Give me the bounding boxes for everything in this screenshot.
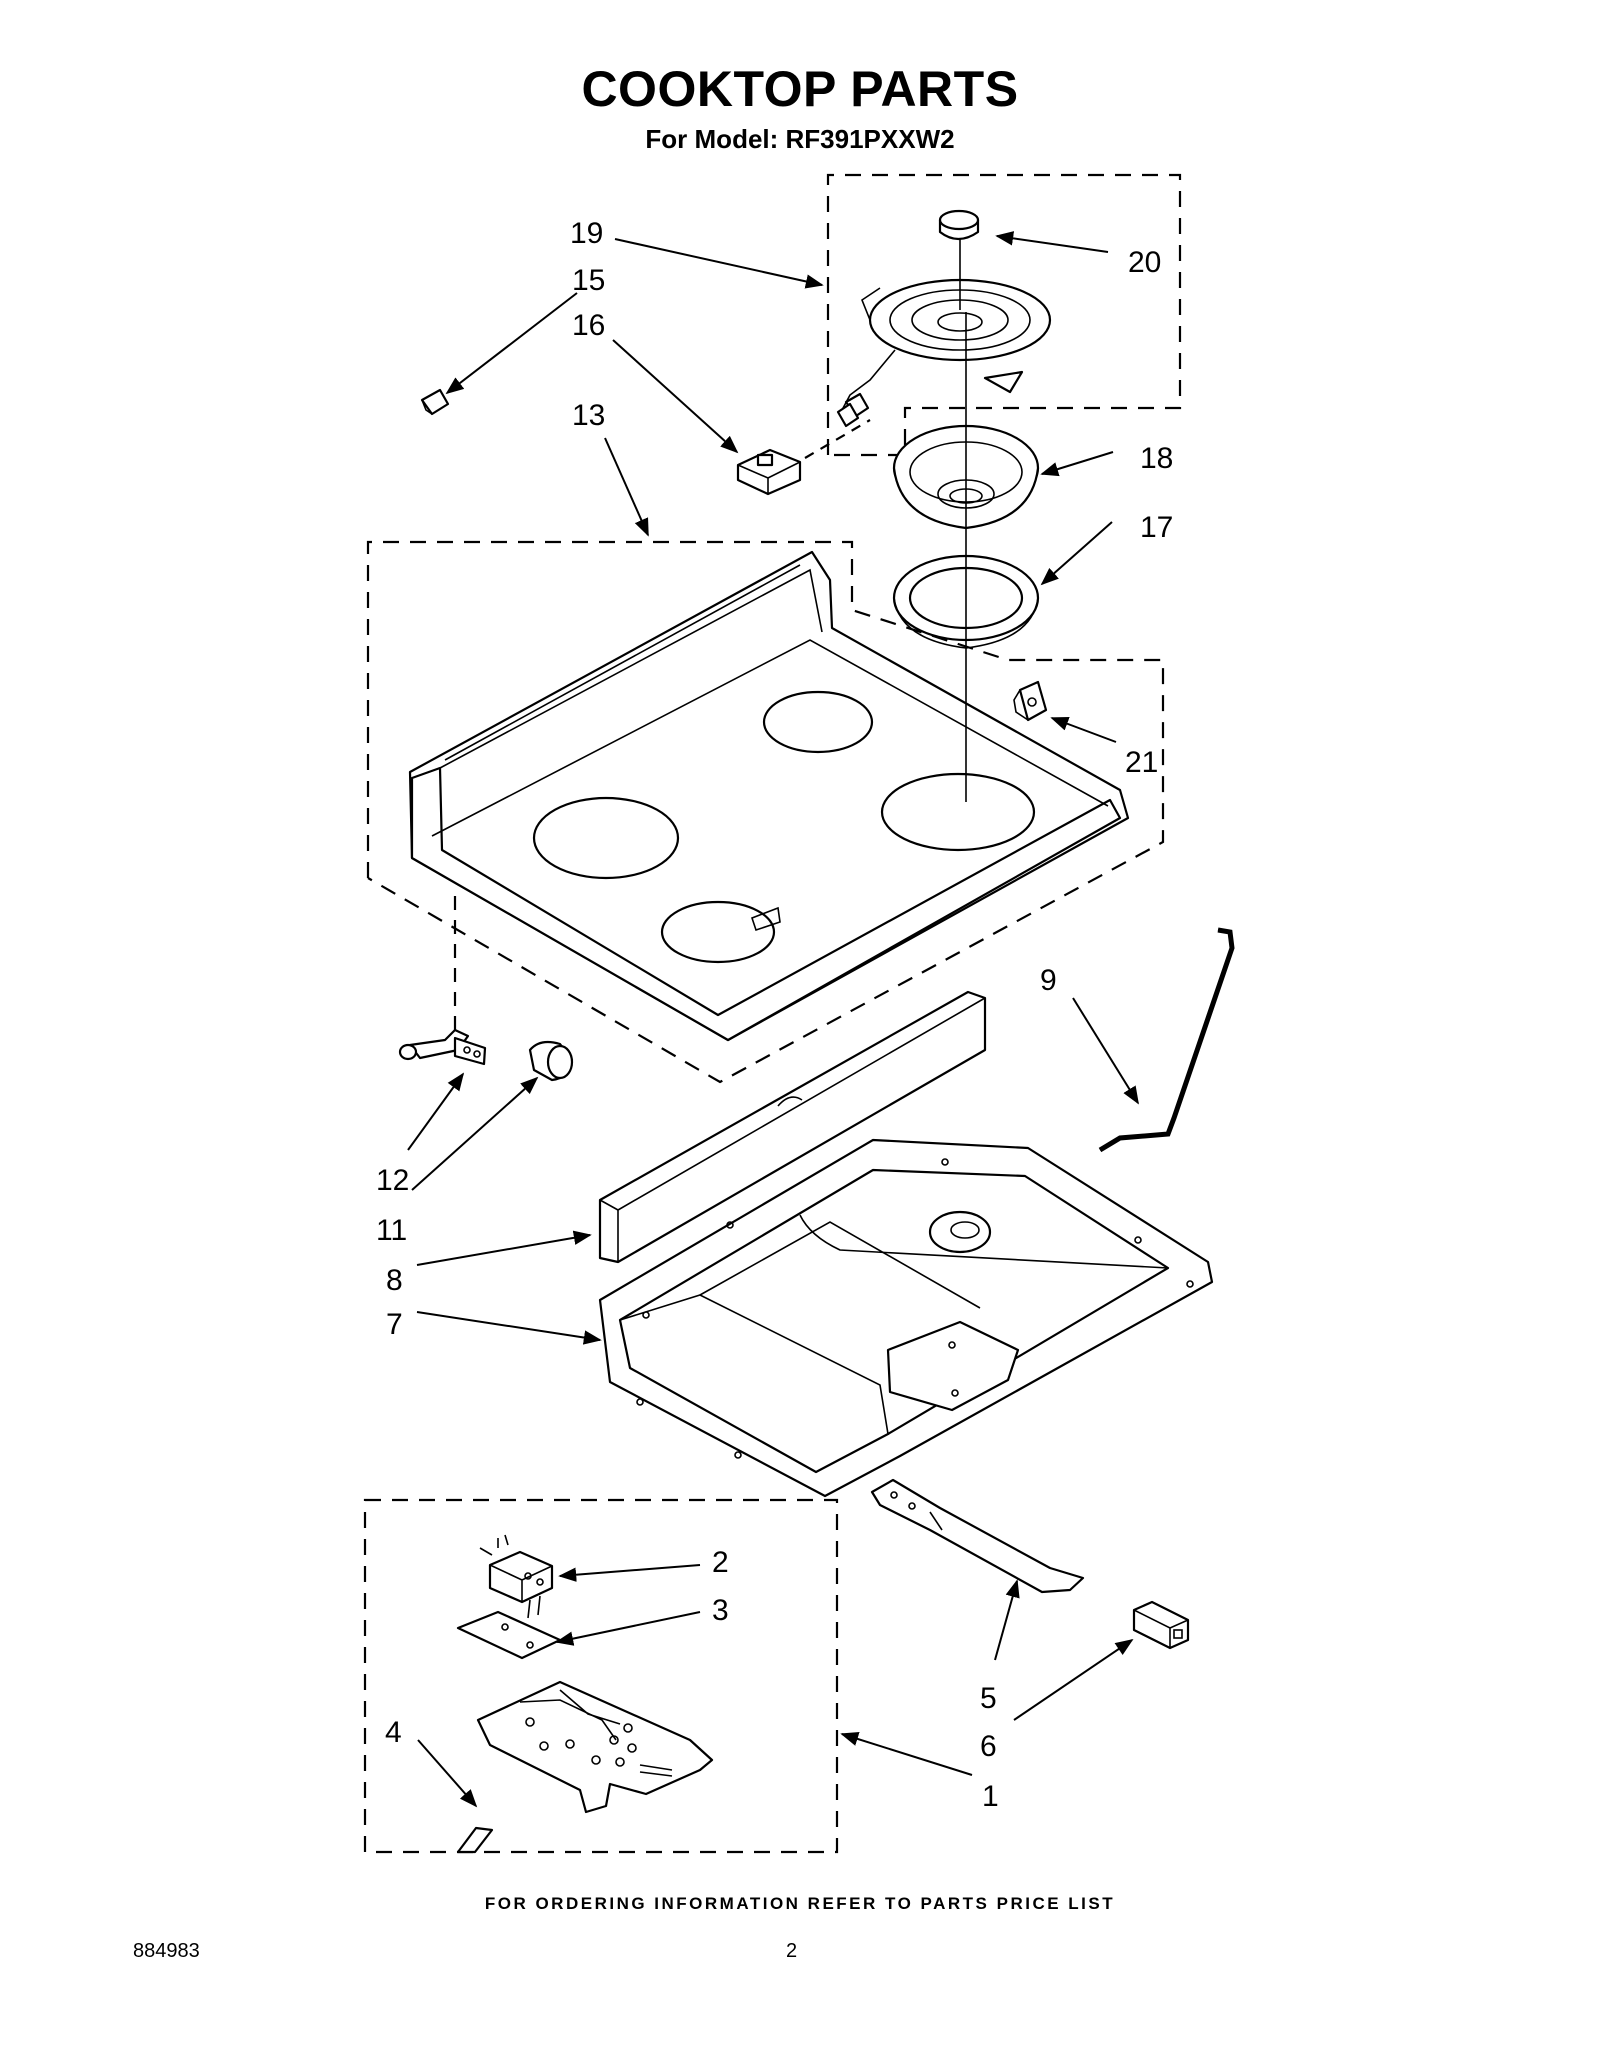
leader-lines bbox=[407, 231, 1139, 1808]
callout-1: 1 bbox=[982, 1780, 999, 1813]
callout-19: 19 bbox=[570, 217, 603, 250]
document-number: 884983 bbox=[133, 1940, 200, 1962]
small-clip bbox=[456, 1826, 494, 1854]
switch-insulator bbox=[456, 1610, 562, 1660]
callout-15: 15 bbox=[572, 264, 605, 297]
callout-9: 9 bbox=[1040, 964, 1057, 997]
callout-20: 20 bbox=[1128, 246, 1161, 279]
callout-17: 17 bbox=[1140, 511, 1173, 544]
model-subtitle: For Model: RF391PXXW2 bbox=[645, 124, 955, 154]
callout-16: 16 bbox=[572, 309, 605, 342]
callout-18: 18 bbox=[1140, 442, 1173, 475]
callout-7: 7 bbox=[386, 1308, 403, 1341]
surface-element-assembly bbox=[836, 232, 1052, 428]
callout-11: 11 bbox=[376, 1214, 407, 1247]
cooktop-bracket bbox=[1013, 680, 1048, 722]
callout-13: 13 bbox=[572, 399, 605, 432]
ordering-info-note: FOR ORDERING INFORMATION REFER TO PARTS … bbox=[484, 1894, 1116, 1913]
callout-8: 8 bbox=[386, 1264, 403, 1297]
page-number: 2 bbox=[786, 1940, 798, 1962]
callout-2: 2 bbox=[712, 1546, 729, 1579]
support-wire bbox=[1098, 927, 1235, 1153]
terminal-cover bbox=[1132, 1600, 1190, 1650]
cooktop-main-top bbox=[408, 550, 1130, 1042]
bumper bbox=[528, 1040, 574, 1082]
callout-5: 5 bbox=[980, 1682, 997, 1715]
cooktop-assembly-box bbox=[366, 540, 1165, 1084]
burner-box-bracket bbox=[870, 1478, 1085, 1594]
infinite-switch bbox=[479, 1534, 554, 1619]
control-assembly-box bbox=[363, 1498, 839, 1854]
callout-21: 21 bbox=[1125, 746, 1158, 779]
terminal-dash-link bbox=[804, 419, 871, 459]
hinge-pin bbox=[398, 1028, 487, 1066]
callout-3: 3 bbox=[712, 1594, 729, 1627]
rear-trim-strip bbox=[598, 990, 987, 1264]
page-title: COOKTOP PARTS bbox=[581, 61, 1019, 117]
element-assembly-box bbox=[826, 173, 1182, 457]
terminal-block bbox=[736, 448, 802, 496]
burner-box bbox=[598, 1138, 1214, 1498]
mounting-clip bbox=[420, 388, 450, 416]
callout-6: 6 bbox=[980, 1730, 997, 1763]
element-cap bbox=[938, 209, 980, 241]
callout-4: 4 bbox=[385, 1716, 402, 1749]
control-bracket bbox=[476, 1680, 714, 1814]
callout-12: 12 bbox=[376, 1164, 409, 1197]
